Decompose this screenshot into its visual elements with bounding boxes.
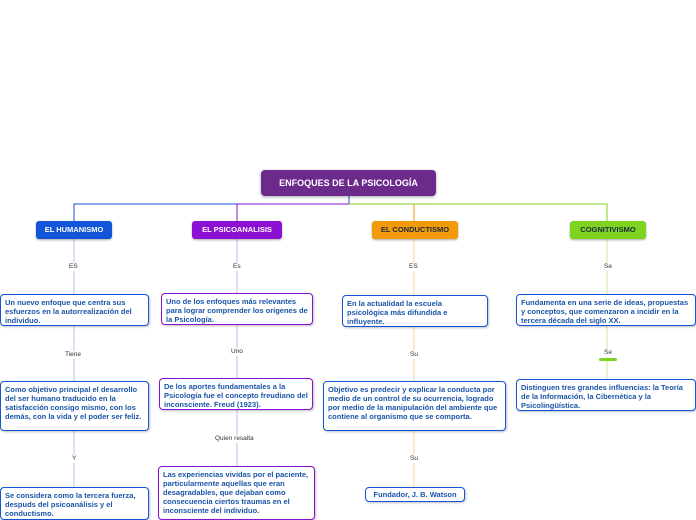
link-label: Su bbox=[409, 351, 419, 359]
topic-card[interactable]: Objetivo es predecir y explicar la condu… bbox=[323, 381, 506, 431]
link-label: Quien resalta bbox=[214, 435, 255, 443]
link-label: ES bbox=[408, 263, 419, 271]
link-label: Se bbox=[603, 349, 613, 357]
branch-conductismo-label: EL CONDUCTISMO bbox=[380, 225, 450, 234]
topic-card[interactable]: Distinguen tres grandes influencias: la … bbox=[516, 379, 696, 411]
topic-text: Fundador, J. B. Watson bbox=[373, 490, 457, 499]
topic-card[interactable]: Las experiencias vividas por el paciente… bbox=[158, 466, 315, 520]
topic-card[interactable]: En la actualidad la escuela psicológica … bbox=[342, 295, 488, 327]
topic-text: Las experiencias vividas por el paciente… bbox=[163, 470, 309, 515]
branch-cognitivismo-label: COGNITIVISMO bbox=[580, 225, 636, 234]
topic-card[interactable]: Fundamenta en una serie de ideas, propue… bbox=[516, 294, 696, 326]
link-label: Uno bbox=[230, 348, 244, 356]
topic-text: Fundamenta en una serie de ideas, propue… bbox=[521, 298, 689, 325]
branch-psicoanalisis[interactable]: EL PSICOANALISIS bbox=[192, 221, 282, 239]
link-label: Y bbox=[71, 455, 78, 463]
topic-text: Distinguen tres grandes influencias: la … bbox=[521, 383, 683, 410]
branch-psicoanalisis-label: EL PSICOANALISIS bbox=[202, 225, 272, 234]
branch-humanismo-label: EL HUMANISMO bbox=[44, 225, 104, 234]
topic-card[interactable]: Como objetivo principal el desarrollo de… bbox=[0, 381, 149, 431]
branch-humanismo[interactable]: EL HUMANISMO bbox=[36, 221, 112, 239]
topic-text: Como objetivo principal el desarrollo de… bbox=[5, 385, 142, 421]
topic-text: En la actualidad la escuela psicológica … bbox=[347, 299, 448, 326]
link-label: ES bbox=[68, 263, 79, 271]
branch-cognitivismo[interactable]: COGNITIVISMO bbox=[570, 221, 646, 239]
link-label: Se bbox=[603, 263, 613, 271]
topic-card[interactable]: Fundador, J. B. Watson bbox=[365, 487, 465, 502]
link-label: Su bbox=[409, 455, 419, 463]
topic-text: Se considera como la tercera fuerza, des… bbox=[5, 491, 136, 518]
topic-card[interactable]: Un nuevo enfoque que centra sus esfuerzo… bbox=[0, 294, 149, 326]
topic-card[interactable]: Se considera como la tercera fuerza, des… bbox=[0, 487, 149, 520]
root-node[interactable]: ENFOQUES DE LA PSICOLOGÍA bbox=[261, 170, 436, 196]
link-label: Tiene bbox=[64, 351, 83, 359]
link-marker bbox=[599, 358, 617, 361]
link-label: Es bbox=[232, 263, 242, 271]
topic-text: Uno de los enfoques más relevantes para … bbox=[166, 297, 308, 324]
topic-text: De los aportes fundamentales a la Psicol… bbox=[164, 382, 308, 409]
topic-card[interactable]: De los aportes fundamentales a la Psicol… bbox=[159, 378, 313, 410]
root-label: ENFOQUES DE LA PSICOLOGÍA bbox=[279, 178, 418, 188]
topic-card[interactable]: Uno de los enfoques más relevantes para … bbox=[161, 293, 313, 325]
topic-text: Objetivo es predecir y explicar la condu… bbox=[328, 385, 498, 421]
topic-text: Un nuevo enfoque que centra sus esfuerzo… bbox=[5, 298, 132, 325]
branch-conductismo[interactable]: EL CONDUCTISMO bbox=[372, 221, 458, 239]
